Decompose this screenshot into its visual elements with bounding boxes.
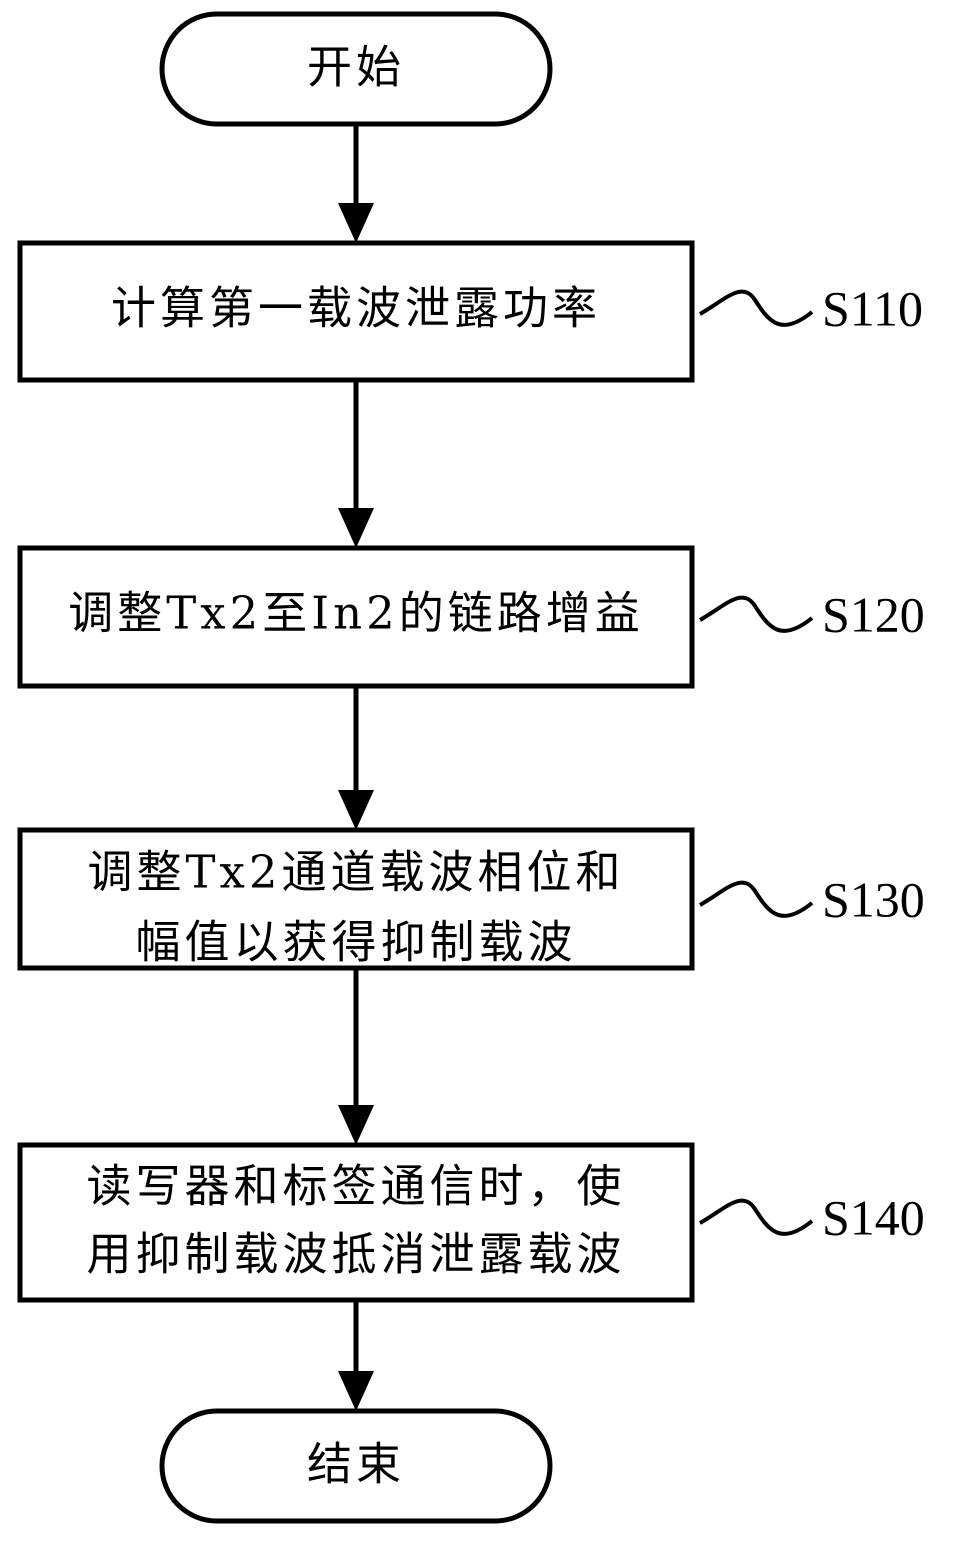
squiggle-connector-s130 <box>699 880 814 918</box>
connector-s110-to-s120 <box>338 380 374 548</box>
squiggle-connector-s140 <box>699 1198 814 1236</box>
process-label-s120: 调整Tx2至In2的链路增益 <box>68 587 643 640</box>
process-label-s140-line1: 读写器和标签通信时，使 <box>86 1160 625 1213</box>
process-label-s140-line2: 用抑制载波抵消泄露载波 <box>86 1228 625 1281</box>
start-label: 开始 <box>307 41 405 94</box>
connector-start-to-s110 <box>338 125 374 243</box>
process-box-s120: 调整Tx2至In2的链路增益 <box>17 545 695 689</box>
squiggle-connector-s120 <box>699 595 814 633</box>
connector-s120-to-s130 <box>338 686 374 830</box>
process-label-s130-line1: 调整Tx2通道载波相位和 <box>87 846 624 899</box>
step-id-s130: S130 <box>822 871 925 927</box>
step-id-s140: S140 <box>822 1189 925 1245</box>
step-id-s110: S110 <box>822 280 923 336</box>
process-label-s130-line2: 幅值以获得抑制载波 <box>135 916 576 969</box>
connector-s130-to-s140 <box>338 968 374 1145</box>
end-label: 结束 <box>307 1438 405 1491</box>
connector-s140-to-end <box>338 1300 374 1411</box>
process-box-s110: 计算第一载波泄露功率 <box>17 240 695 383</box>
end-terminator: 结束 <box>159 1408 553 1524</box>
squiggle-connector-s110 <box>699 289 814 327</box>
start-terminator: 开始 <box>159 11 553 127</box>
process-box-s130: 调整Tx2通道载波相位和 幅值以获得抑制载波 <box>17 827 695 971</box>
process-label-s110: 计算第一载波泄露功率 <box>111 282 601 335</box>
process-box-s140: 读写器和标签通信时，使 用抑制载波抵消泄露载波 <box>17 1142 695 1303</box>
step-id-s120: S120 <box>822 586 925 642</box>
